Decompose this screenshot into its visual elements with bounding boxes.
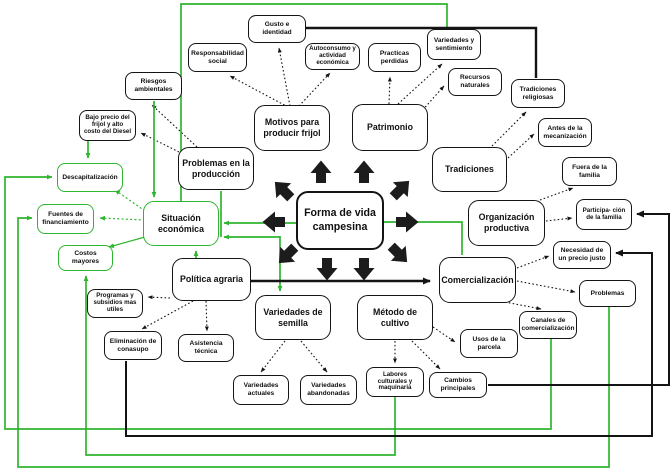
node-forma-de-vida-campesina[interactable]: Forma de vida campesina (296, 191, 384, 250)
arrow-down-left (278, 243, 299, 264)
node-organizacion-productiva[interactable]: Organización productiva (468, 200, 545, 246)
edge-labores-costos (83, 275, 396, 456)
edge-metodo-cambios (411, 340, 441, 370)
dotted-black-edges (140, 47, 576, 373)
arrow-down-2 (353, 258, 375, 281)
edge-tradiciones-antesmecanizacion (507, 133, 535, 159)
node-tradiciones[interactable]: Tradiciones (432, 147, 507, 192)
edge-tradiciones-tradreligiosas (491, 111, 527, 147)
edge-metodo-usos (432, 326, 456, 343)
node-descapitalizacion[interactable]: Descapitalización (57, 163, 123, 192)
edge-motivos-gusto (277, 47, 291, 107)
node-practicas-perdidas[interactable]: Practicas perdidas (368, 43, 421, 72)
arrow-up-left (274, 181, 295, 202)
node-politica-agraria[interactable]: Política agraria (172, 258, 251, 301)
node-fuentes-financiamiento[interactable]: Fuentes de financiamiento (37, 204, 94, 234)
node-usos-parcela[interactable]: Usos de la parcela (460, 329, 518, 358)
node-responsabilidad-social[interactable]: Responsabilidad social (188, 43, 247, 72)
node-labores-culturales[interactable]: Labores culturales y maquinaria (366, 367, 424, 397)
center-radial-arrows (262, 160, 419, 281)
edge-motivos-responsabilidad (229, 75, 289, 108)
solid-black-edges (125, 26, 670, 437)
node-costos-mayores[interactable]: Costos mayores (58, 245, 113, 271)
edge-organizacion-fuerafamilia (539, 187, 574, 201)
node-necesidad-precio-justo[interactable]: Necesidad de un precio justo (553, 241, 611, 269)
edge-situacion-fuentes (99, 215, 146, 221)
node-riesgos-ambientales[interactable]: Riesgos ambientales (125, 72, 182, 100)
edge-gusto-tradreligiosas (306, 26, 538, 78)
edge-comercializacion-problemas (516, 280, 576, 294)
edge-patrimonio-practicas (387, 76, 392, 105)
edge-politica-eliminacion (141, 300, 194, 330)
edge-situacion-costos (108, 236, 146, 248)
edge-cambios-participacion (488, 210, 670, 386)
node-situacion-economica[interactable]: Situación económica (143, 201, 219, 246)
arrow-up-right (389, 180, 410, 201)
edge-probprod-bajoprecio (140, 132, 180, 153)
node-variedades-y-sentimiento[interactable]: Variedades y sentimiento (427, 29, 481, 60)
node-eliminacion-conasupo[interactable]: Eliminación de conasupo (104, 331, 162, 360)
arrow-right (396, 211, 419, 233)
edge-canales-descapitalizacion (4, 174, 552, 430)
node-tradiciones-religiosas[interactable]: Tradiciones religiosas (511, 79, 565, 108)
edge-eliminacion-necesidad (125, 249, 653, 437)
node-fuera-familia[interactable]: Fuera de la familia (562, 157, 617, 186)
edge-varsemilla-varabandonadas (300, 340, 328, 373)
edge-problemas-fuentes (17, 215, 610, 468)
edge-probprod-riesgos (151, 104, 198, 148)
node-asistencia-tecnica[interactable]: Asistencia técnica (178, 334, 234, 362)
node-variedades-actuales[interactable]: Variedades actuales (233, 375, 289, 405)
node-antes-mecanizacion[interactable]: Antes de la mecanización (538, 118, 592, 147)
node-programas-subsidios[interactable]: Programas y subsidios mas utiles (87, 289, 143, 318)
edge-organizacion-participacion (545, 216, 573, 222)
edge-situacion-varsentimiento-loop (180, 3, 448, 201)
arrow-up-2 (353, 160, 375, 183)
node-variedades-semilla[interactable]: Variedades de semilla (255, 295, 331, 340)
edge-motivos-autoconsumo (298, 72, 331, 107)
node-autoconsumo-actividad-economica[interactable]: Autoconsumo y actividad económica (305, 43, 360, 70)
node-recursos-naturales[interactable]: Recursos naturales (448, 68, 502, 96)
node-comercializacion[interactable]: Comercialización (439, 257, 516, 303)
dashed-green-edges (99, 189, 146, 248)
node-participacion-familia[interactable]: Participa- ción de la familia (576, 199, 632, 230)
arrow-up-1 (310, 160, 332, 183)
node-motivos-producir-frijol[interactable]: Motivos para producir frijol (254, 105, 330, 151)
node-problemas[interactable]: Problemas (579, 280, 636, 307)
edge-politica-asistencia (204, 300, 209, 332)
node-gusto-identidad[interactable]: Gusto e identidad (248, 15, 306, 43)
arrow-left (262, 211, 285, 233)
node-problemas-produccion[interactable]: Problemas en la producción (178, 147, 254, 190)
node-patrimonio[interactable]: Patrimonio (352, 104, 428, 151)
node-metodo-cultivo[interactable]: Método de cultivo (357, 295, 433, 340)
arrow-down-right (387, 242, 408, 263)
node-cambios-principales[interactable]: Cambios principales (429, 372, 487, 398)
node-bajo-precio-frijol[interactable]: Bajo precio del frijol y alto costo del … (79, 110, 136, 141)
edge-varsemilla-varactuales (260, 340, 286, 373)
edge-situacion-descapitalizacion (114, 189, 146, 212)
edge-comercializacion-necesidad (516, 255, 550, 269)
edge-comercializacion-canales (504, 301, 542, 311)
arrow-down-1 (316, 258, 338, 281)
node-canales-comercializacion[interactable]: Canales de comercialización (519, 311, 577, 339)
edge-politica-programas (147, 295, 171, 300)
node-variedades-abandonadas[interactable]: Variedades abandonadas (300, 375, 357, 405)
